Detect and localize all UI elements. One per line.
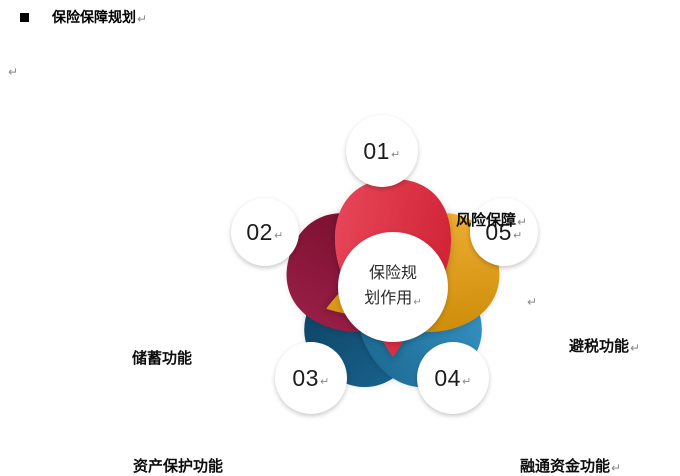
paragraph-mark-icon-01: ↵ bbox=[390, 148, 401, 161]
petal-badge-01[interactable]: 01↵ bbox=[346, 115, 418, 187]
petal-label-03: 资产保护功能 bbox=[133, 458, 224, 475]
petal-badge-02[interactable]: 02↵ bbox=[231, 198, 299, 266]
petal-number-04: 04 bbox=[434, 364, 461, 391]
petal-badge-05[interactable]: 05↵ bbox=[470, 198, 538, 266]
petal-number-01: 01 bbox=[363, 137, 390, 164]
petal-label-01: 风险保障↵ bbox=[456, 212, 528, 229]
paragraph-mark-icon-center: ↵ bbox=[413, 297, 422, 308]
page-heading: 保险保障规划↵ bbox=[0, 6, 147, 28]
petal-label-02: 储蓄功能 bbox=[132, 350, 193, 367]
paragraph-mark-icon-label-04: ↵ bbox=[611, 461, 622, 475]
paragraph-mark-icon-02: ↵ bbox=[273, 229, 284, 242]
petal-badge-03[interactable]: 03↵ bbox=[275, 342, 347, 414]
paragraph-mark-icon-04: ↵ bbox=[461, 375, 472, 388]
center-text-line-1: 保险规 bbox=[368, 265, 417, 283]
paragraph-mark-icon-05: ↵ bbox=[512, 229, 523, 242]
insurance-planning-flower-diagram: 01↵ 02↵ 03↵ 04↵ 05↵ 保险规 划作用↵ 风险保障↵ 储蓄功能 … bbox=[120, 80, 680, 475]
paragraph-mark-icon-right: ↵ bbox=[527, 295, 538, 309]
petal-label-05: 避税功能↵ bbox=[569, 338, 641, 355]
paragraph-mark-icon-left: ↵ bbox=[8, 65, 19, 79]
paragraph-mark-icon: ↵ bbox=[137, 12, 148, 26]
paragraph-mark-icon-03: ↵ bbox=[319, 375, 330, 388]
page-title: 保险保障规划↵ bbox=[52, 9, 148, 26]
paragraph-mark-icon-label-01: ↵ bbox=[517, 215, 528, 229]
petal-badge-04[interactable]: 04↵ bbox=[417, 342, 489, 414]
petal-number-03: 03 bbox=[292, 364, 319, 391]
petal-number-05: 05 bbox=[485, 218, 512, 245]
petal-label-04: 融通资金功能↵ bbox=[520, 458, 622, 475]
paragraph-mark-icon-label-05: ↵ bbox=[630, 341, 641, 355]
petal-number-02: 02 bbox=[246, 218, 273, 245]
center-text-line-2: 划作用↵ bbox=[364, 290, 422, 308]
diagram-center-hub[interactable]: 保险规 划作用↵ bbox=[338, 232, 448, 342]
bullet-square-icon bbox=[20, 12, 29, 22]
